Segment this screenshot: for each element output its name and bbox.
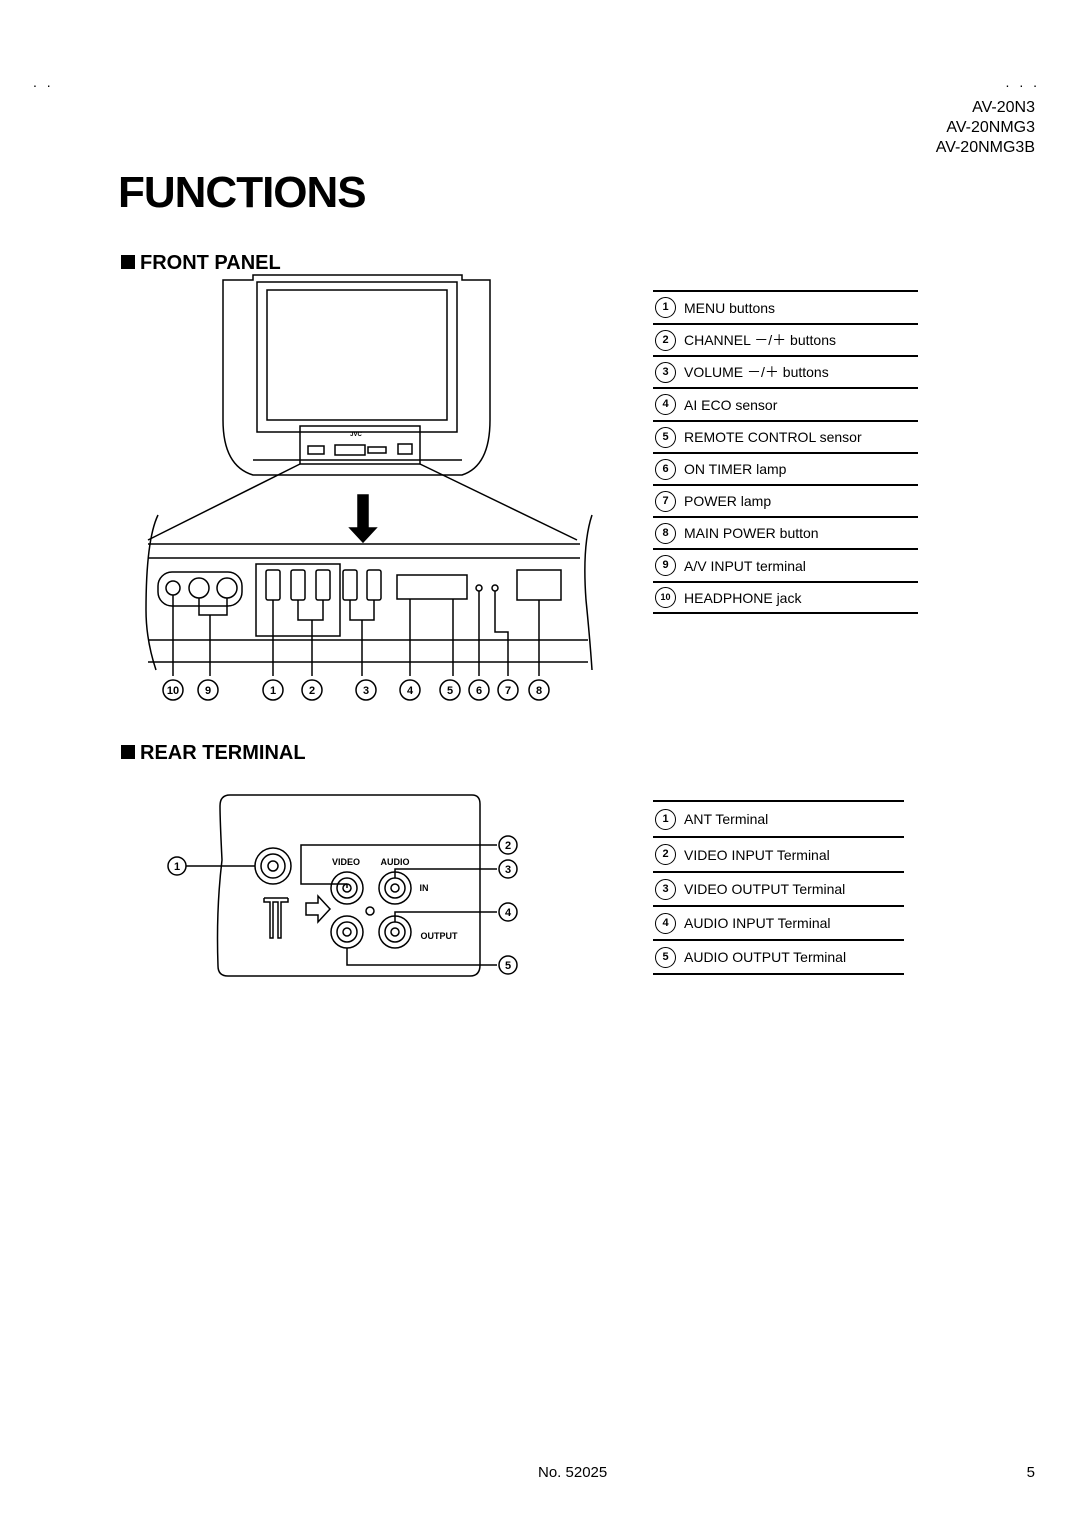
number-badge: 10 — [655, 587, 676, 608]
header-dots-left: . . — [33, 74, 54, 90]
number-badge: 2 — [655, 844, 676, 865]
rear-callout-1: 1 — [167, 856, 187, 876]
legend-label: AI ECO sensor — [684, 396, 778, 413]
rear-callout-5: 5 — [498, 955, 518, 975]
front-panel-legend: 1 MENU buttons 2 CHANNEL －/＋ buttons 3 VOLU… — [653, 290, 918, 614]
rear-terminal-heading-text: REAR TERMINAL — [140, 742, 306, 764]
rear-callout-3: 3 — [498, 859, 518, 879]
header-dots-right: . . . — [1005, 74, 1040, 90]
svg-text:5: 5 — [505, 960, 511, 972]
callout-7: 7 — [497, 679, 519, 701]
brand-logo: JVC — [350, 432, 362, 438]
svg-text:7: 7 — [505, 685, 511, 697]
square-bullet-icon — [121, 745, 135, 759]
callout-10: 10 — [162, 679, 184, 701]
rear-callout-2: 2 — [498, 835, 518, 855]
model-list: AV-20N3 AV-20NMG3 AV-20NMG3B — [936, 98, 1035, 158]
legend-item: 3 VOLUME －/＋ buttons — [653, 355, 918, 387]
legend-label: MAIN POWER button — [684, 525, 819, 541]
svg-text:4: 4 — [407, 685, 414, 697]
number-badge: 8 — [655, 522, 676, 544]
svg-text:10: 10 — [167, 685, 179, 697]
model-name: AV-20N3 — [972, 99, 1035, 116]
svg-text:3: 3 — [505, 864, 511, 876]
number-badge: 5 — [655, 946, 676, 968]
callout-1: 1 — [262, 679, 284, 701]
legend-item: 3 VIDEO OUTPUT Terminal — [653, 871, 904, 905]
legend-label: AUDIO OUTPUT Terminal — [684, 949, 847, 965]
number-badge: 6 — [655, 458, 676, 480]
page-number: 5 — [1026, 1464, 1035, 1481]
svg-text:5: 5 — [447, 685, 453, 697]
legend-item: 4 AUDIO INPUT Terminal — [653, 905, 904, 939]
legend-label: ON TIMER lamp — [684, 461, 787, 477]
legend-item: 2 VIDEO INPUT Terminal — [653, 836, 904, 871]
legend-item: 8 MAIN POWER button — [653, 516, 918, 548]
number-badge: 3 — [655, 361, 676, 383]
in-label: IN — [420, 883, 429, 893]
svg-text:1: 1 — [174, 861, 180, 873]
legend-label: VIDEO INPUT Terminal — [684, 846, 830, 863]
legend-label: VOLUME －/＋ buttons — [684, 364, 829, 380]
front-panel-heading: FRONT PANEL — [121, 252, 281, 275]
number-badge: 9 — [655, 555, 676, 576]
front-panel-diagram: JVC 10 9 1 2 3 4 5 6 7 8 — [145, 274, 593, 701]
callout-6: 6 — [468, 679, 490, 701]
number-badge: 4 — [655, 912, 676, 934]
svg-text:4: 4 — [505, 907, 512, 919]
number-badge: 4 — [655, 394, 676, 415]
legend-label: A/V INPUT terminal — [684, 557, 806, 574]
legend-item: 1 ANT Terminal — [653, 800, 904, 836]
model-name: AV-20NMG3B — [935, 139, 1035, 156]
legend-item: 4 AI ECO sensor — [653, 387, 918, 420]
page-title: FUNCTIONS — [118, 168, 367, 217]
audio-label: AUDIO — [381, 857, 410, 867]
legend-label: HEADPHONE jack — [684, 589, 802, 606]
legend-item: 2 CHANNEL －/＋ buttons — [653, 323, 918, 355]
number-badge: 7 — [655, 490, 676, 512]
legend-label: MENU buttons — [684, 299, 776, 316]
model-name: AV-20NMG3 — [946, 119, 1035, 136]
legend-item: 7 POWER lamp — [653, 484, 918, 516]
svg-text:2: 2 — [505, 840, 511, 852]
square-bullet-icon — [121, 255, 135, 269]
callout-4: 4 — [399, 679, 421, 701]
callout-3: 3 — [355, 679, 377, 701]
svg-text:2: 2 — [309, 685, 315, 697]
rear-terminal-heading: REAR TERMINAL — [121, 742, 306, 765]
legend-item: 1 MENU buttons — [653, 290, 918, 323]
number-badge: 1 — [655, 297, 676, 318]
legend-label: POWER lamp — [684, 493, 772, 509]
legend-label: ANT Terminal — [684, 811, 769, 827]
document-number: No. 52025 — [538, 1464, 608, 1481]
legend-item: 5 AUDIO OUTPUT Terminal — [653, 939, 904, 975]
svg-text:6: 6 — [476, 685, 482, 697]
number-badge: 1 — [655, 808, 676, 830]
svg-text:1: 1 — [270, 685, 276, 697]
legend-label: AUDIO INPUT Terminal — [684, 915, 831, 931]
legend-label: REMOTE CONTROL sensor — [684, 429, 862, 445]
output-label: OUTPUT — [421, 931, 459, 941]
video-label: VIDEO — [332, 857, 360, 867]
number-badge: 3 — [655, 878, 676, 900]
number-badge: 2 — [655, 329, 676, 351]
legend-item: 10 HEADPHONE jack — [653, 581, 918, 614]
callout-5: 5 — [439, 679, 461, 701]
callout-9: 9 — [197, 679, 219, 701]
number-badge: 5 — [655, 426, 676, 448]
legend-item: 9 A/V INPUT terminal — [653, 548, 918, 581]
svg-text:9: 9 — [205, 685, 211, 697]
callout-2: 2 — [301, 679, 323, 701]
legend-item: 5 REMOTE CONTROL sensor — [653, 420, 918, 452]
legend-label: VIDEO OUTPUT Terminal — [684, 881, 846, 897]
legend-label: CHANNEL －/＋ buttons — [684, 332, 836, 348]
rear-callout-4: 4 — [498, 902, 518, 922]
legend-item: 6 ON TIMER lamp — [653, 452, 918, 484]
svg-text:3: 3 — [363, 685, 369, 697]
svg-text:8: 8 — [536, 685, 542, 697]
front-panel-heading-text: FRONT PANEL — [140, 252, 281, 274]
callout-8: 8 — [528, 679, 550, 701]
rear-terminal-diagram: VIDEO AUDIO IN OUTPUT 1 2 3 4 5 — [167, 794, 518, 977]
rear-terminal-legend: 1 ANT Terminal 2 VIDEO INPUT Terminal 3 VID… — [653, 800, 904, 975]
